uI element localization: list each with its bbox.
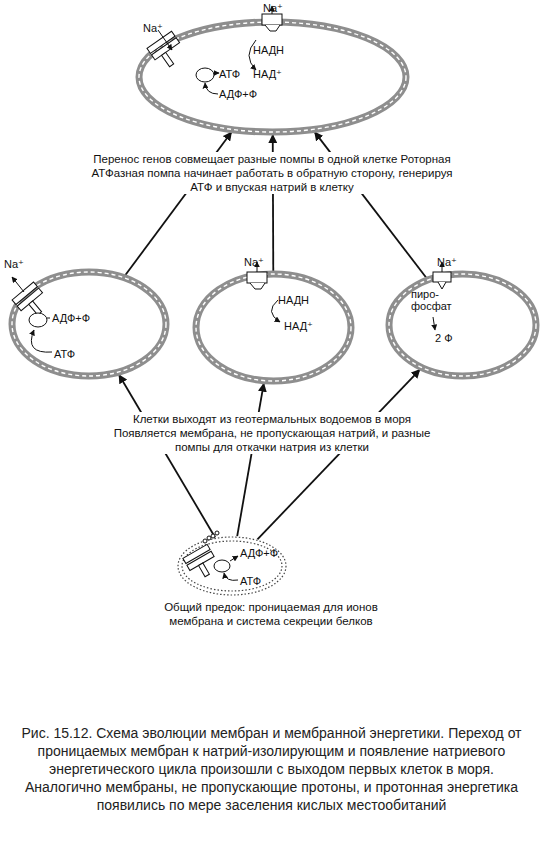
cell-label: АДФ+Ф bbox=[219, 88, 257, 100]
cell: АДФ+Ф АТФ bbox=[176, 535, 288, 597]
cell-label: Na⁺ bbox=[143, 22, 163, 34]
evolution-arrow bbox=[237, 384, 264, 537]
cell: Na⁺НАДННАД⁺ bbox=[192, 270, 355, 385]
evolution-arrow bbox=[257, 370, 419, 540]
cell: Na⁺АДФ+ФАТФ bbox=[8, 268, 170, 380]
evolution-arrow bbox=[119, 375, 215, 537]
cell-label: НАД⁺ bbox=[284, 320, 313, 332]
cell-membrane bbox=[385, 270, 540, 380]
cell-label: АТФ bbox=[240, 575, 261, 587]
cell-membrane bbox=[192, 270, 355, 385]
cell-label: Na⁺ bbox=[263, 2, 283, 14]
cell-label: Na⁺ bbox=[4, 258, 24, 270]
cell: Na⁺пиро- фосфат2 Ф bbox=[385, 270, 540, 380]
cell-label: АДФ+Ф bbox=[240, 547, 278, 559]
cell-label: НАД⁺ bbox=[253, 68, 282, 80]
cell-label: 2 Ф bbox=[435, 332, 453, 344]
cell-membrane bbox=[176, 535, 288, 597]
cell-membrane bbox=[8, 268, 170, 380]
cell-label: НАДН bbox=[278, 294, 309, 306]
cell-label: НАДН bbox=[253, 44, 284, 56]
stage-description: Общий предок: проницаемая для ионов мемб… bbox=[140, 600, 402, 628]
cell-label: Na⁺ bbox=[244, 256, 264, 268]
cell-label: пиро- фосфат bbox=[411, 288, 455, 312]
cell: Na⁺Na⁺НАДНАТФНАД⁺АДФ+Ф bbox=[135, 18, 410, 136]
stage-description: Клетки выходят из геотермальных водоемов… bbox=[100, 412, 444, 454]
cell-label: АДФ+Ф bbox=[52, 312, 90, 324]
stage-description: Перенос генов совмещает разные помпы в о… bbox=[86, 152, 458, 194]
cell-label: Na⁺ bbox=[437, 256, 457, 268]
figure-caption: Рис. 15.12. Схема эволюции мембран и мем… bbox=[10, 724, 533, 814]
cell-label: АТФ bbox=[54, 348, 75, 360]
cell-label: АТФ bbox=[219, 68, 240, 80]
